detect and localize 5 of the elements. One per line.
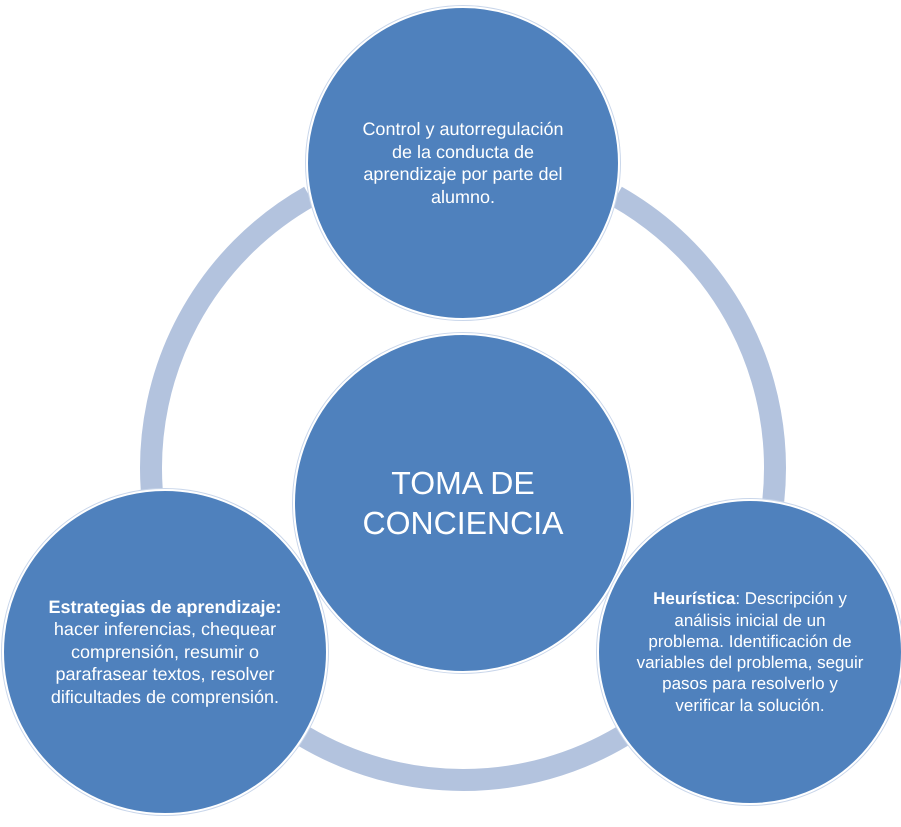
ring-connector xyxy=(299,726,628,790)
circle-text: Estrategias de aprendizaje: hacer inferencias, chequear comprensión, resumir o parafrasear textos, resolver dificultades de comprensión. xyxy=(47,596,283,708)
circle-text: Control y autorregulación de la conducta de aprendizaje por parte del alumno. xyxy=(361,118,565,208)
circle-text: Heurística: Descripción y análisis inicial de un problema. Identificación de variables del problema, seguir pasos para resolverlo y verificar la solución. xyxy=(636,588,864,716)
circle-text: TOMA DE CONCIENCIA xyxy=(362,464,564,543)
